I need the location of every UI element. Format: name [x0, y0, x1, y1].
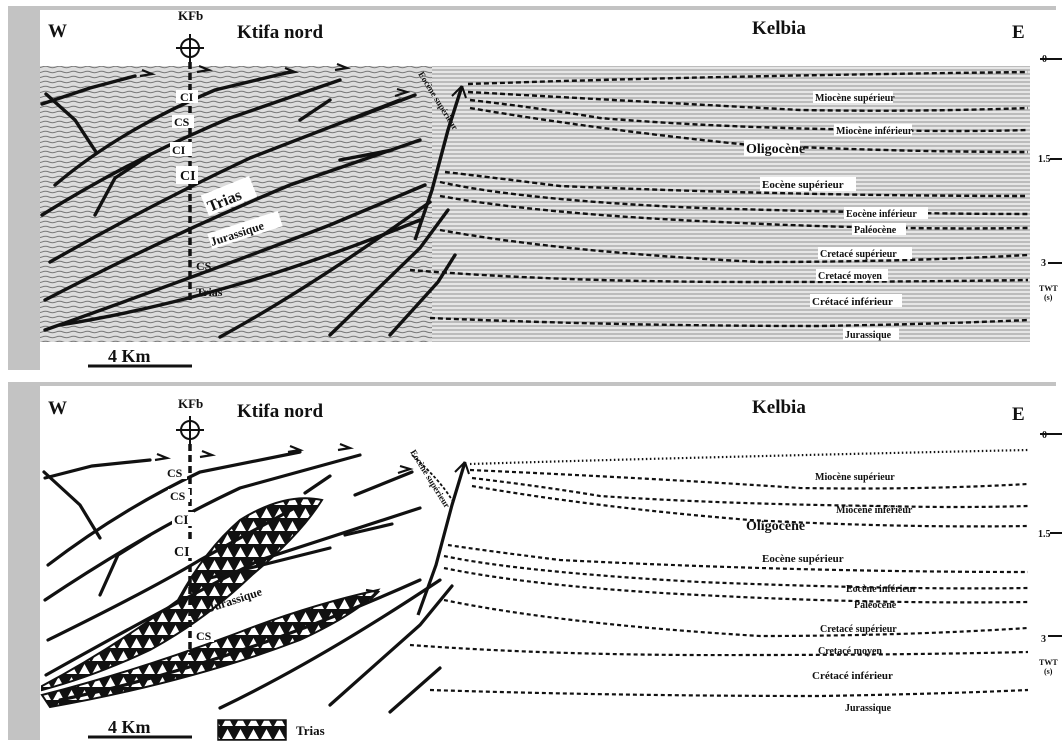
scale-bar-label: 4 Km	[108, 717, 151, 737]
well-label-item: CI	[174, 545, 190, 560]
panel-top: W E KFb Ktifa nord Kelbia 0 1.5 3 TWT (s…	[8, 6, 1062, 370]
kelbia-title: Kelbia	[752, 397, 806, 418]
formation-label: Cretacé moyen	[818, 271, 882, 282]
kelbia-title: Kelbia	[752, 18, 806, 39]
well-label-item: CS	[196, 629, 212, 643]
formation-label: Cretacé supérieur	[820, 249, 897, 260]
formation-label: Oligocène	[746, 142, 805, 157]
ktifa-nord-title: Ktifa nord	[237, 22, 323, 43]
well-label-item: CI	[172, 143, 186, 157]
formation-label: Miocène inférieur	[836, 505, 913, 516]
well-label-item: CI	[174, 512, 188, 527]
well-label-item: CS	[196, 259, 212, 273]
west-label: W	[48, 398, 67, 419]
ktifa-nord-title: Ktifa nord	[237, 401, 323, 422]
time-tick-label: 3	[1041, 634, 1046, 645]
time-tick-label: 0	[1042, 430, 1047, 441]
panel-bottom: W E KFb Ktifa nord Kelbia 0 1.5 3 TWT (s…	[8, 382, 1062, 741]
time-tick-label: 1.5	[1038, 529, 1051, 540]
well-label: KFb	[178, 396, 203, 411]
well-label: KFb	[178, 8, 203, 23]
time-tick-label: 0	[1042, 54, 1047, 65]
time-unit-label: (s)	[1044, 667, 1053, 676]
formation-label: Oligocène	[746, 519, 805, 534]
formation-label: Paléocène	[854, 600, 897, 611]
time-unit-label: (s)	[1044, 293, 1053, 302]
well-label-item: CS	[167, 466, 183, 480]
scale-bar-label: 4 Km	[108, 346, 151, 366]
east-label: E	[1012, 404, 1025, 425]
formation-label: Jurassique	[845, 703, 892, 714]
formation-label: Cretacé moyen	[818, 646, 882, 657]
formation-label: Crétacé inférieur	[812, 670, 893, 682]
panel-bottom-header	[40, 386, 1030, 442]
time-unit-label: TWT	[1039, 658, 1058, 667]
formation-label: Miocène inférieur	[836, 126, 913, 137]
well-label-item: CS	[174, 115, 190, 129]
formation-label: Cretacé supérieur	[820, 624, 897, 635]
formation-label: Eocène supérieur	[762, 179, 844, 191]
west-label: W	[48, 21, 67, 42]
trias-legend-label: Trias	[296, 723, 325, 738]
time-tick-label: 1.5	[1038, 154, 1051, 165]
time-tick-label: 3	[1041, 258, 1046, 269]
formation-label: Crétacé inférieur	[812, 296, 893, 308]
east-label: E	[1012, 22, 1025, 43]
formation-label: Paléocène	[854, 225, 897, 236]
formation-label: Miocène supérieur	[815, 93, 895, 104]
formation-label: Miocène supérieur	[815, 472, 895, 483]
well-label-item: CI	[180, 90, 194, 104]
well-label-item: Trias	[196, 285, 223, 299]
formation-label: Eocène inférieur	[846, 209, 917, 220]
well-label-item: CS	[170, 489, 186, 503]
formation-label: Jurassique	[845, 330, 892, 341]
time-unit-label: TWT	[1039, 284, 1058, 293]
formation-label: Eocène inférieur	[846, 584, 917, 595]
trias-legend-swatch	[218, 720, 286, 740]
formation-label: Eocène supérieur	[762, 553, 844, 565]
well-label-item: CI	[180, 169, 196, 184]
